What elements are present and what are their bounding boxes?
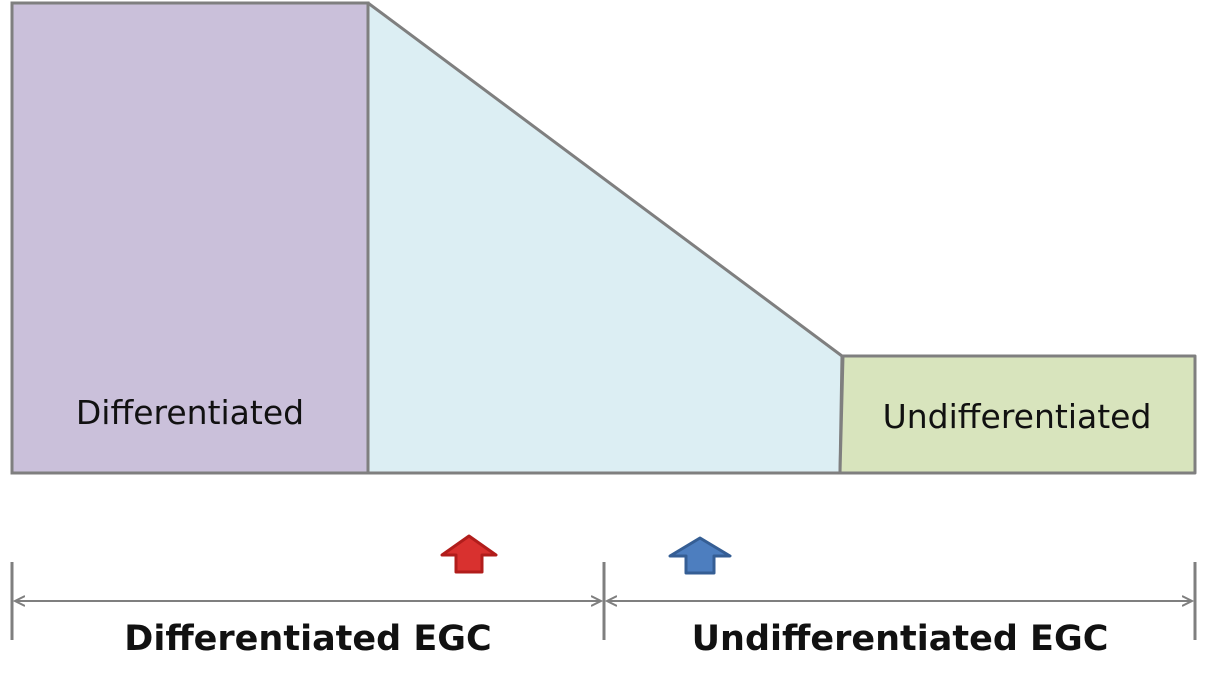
undifferentiated-label: Undifferentiated [883, 397, 1152, 436]
differentiated-label: Differentiated [76, 393, 304, 432]
red-up-arrow-icon [440, 534, 498, 574]
differentiated-egc-label: Differentiated EGC [124, 619, 491, 659]
differentiated-region [10, 1, 370, 475]
undifferentiated-region [838, 354, 1197, 475]
undifferentiated-egc-label: Undifferentiated EGC [692, 619, 1109, 659]
transition-region [366, 1, 844, 475]
blue-up-arrow-icon [668, 536, 732, 575]
